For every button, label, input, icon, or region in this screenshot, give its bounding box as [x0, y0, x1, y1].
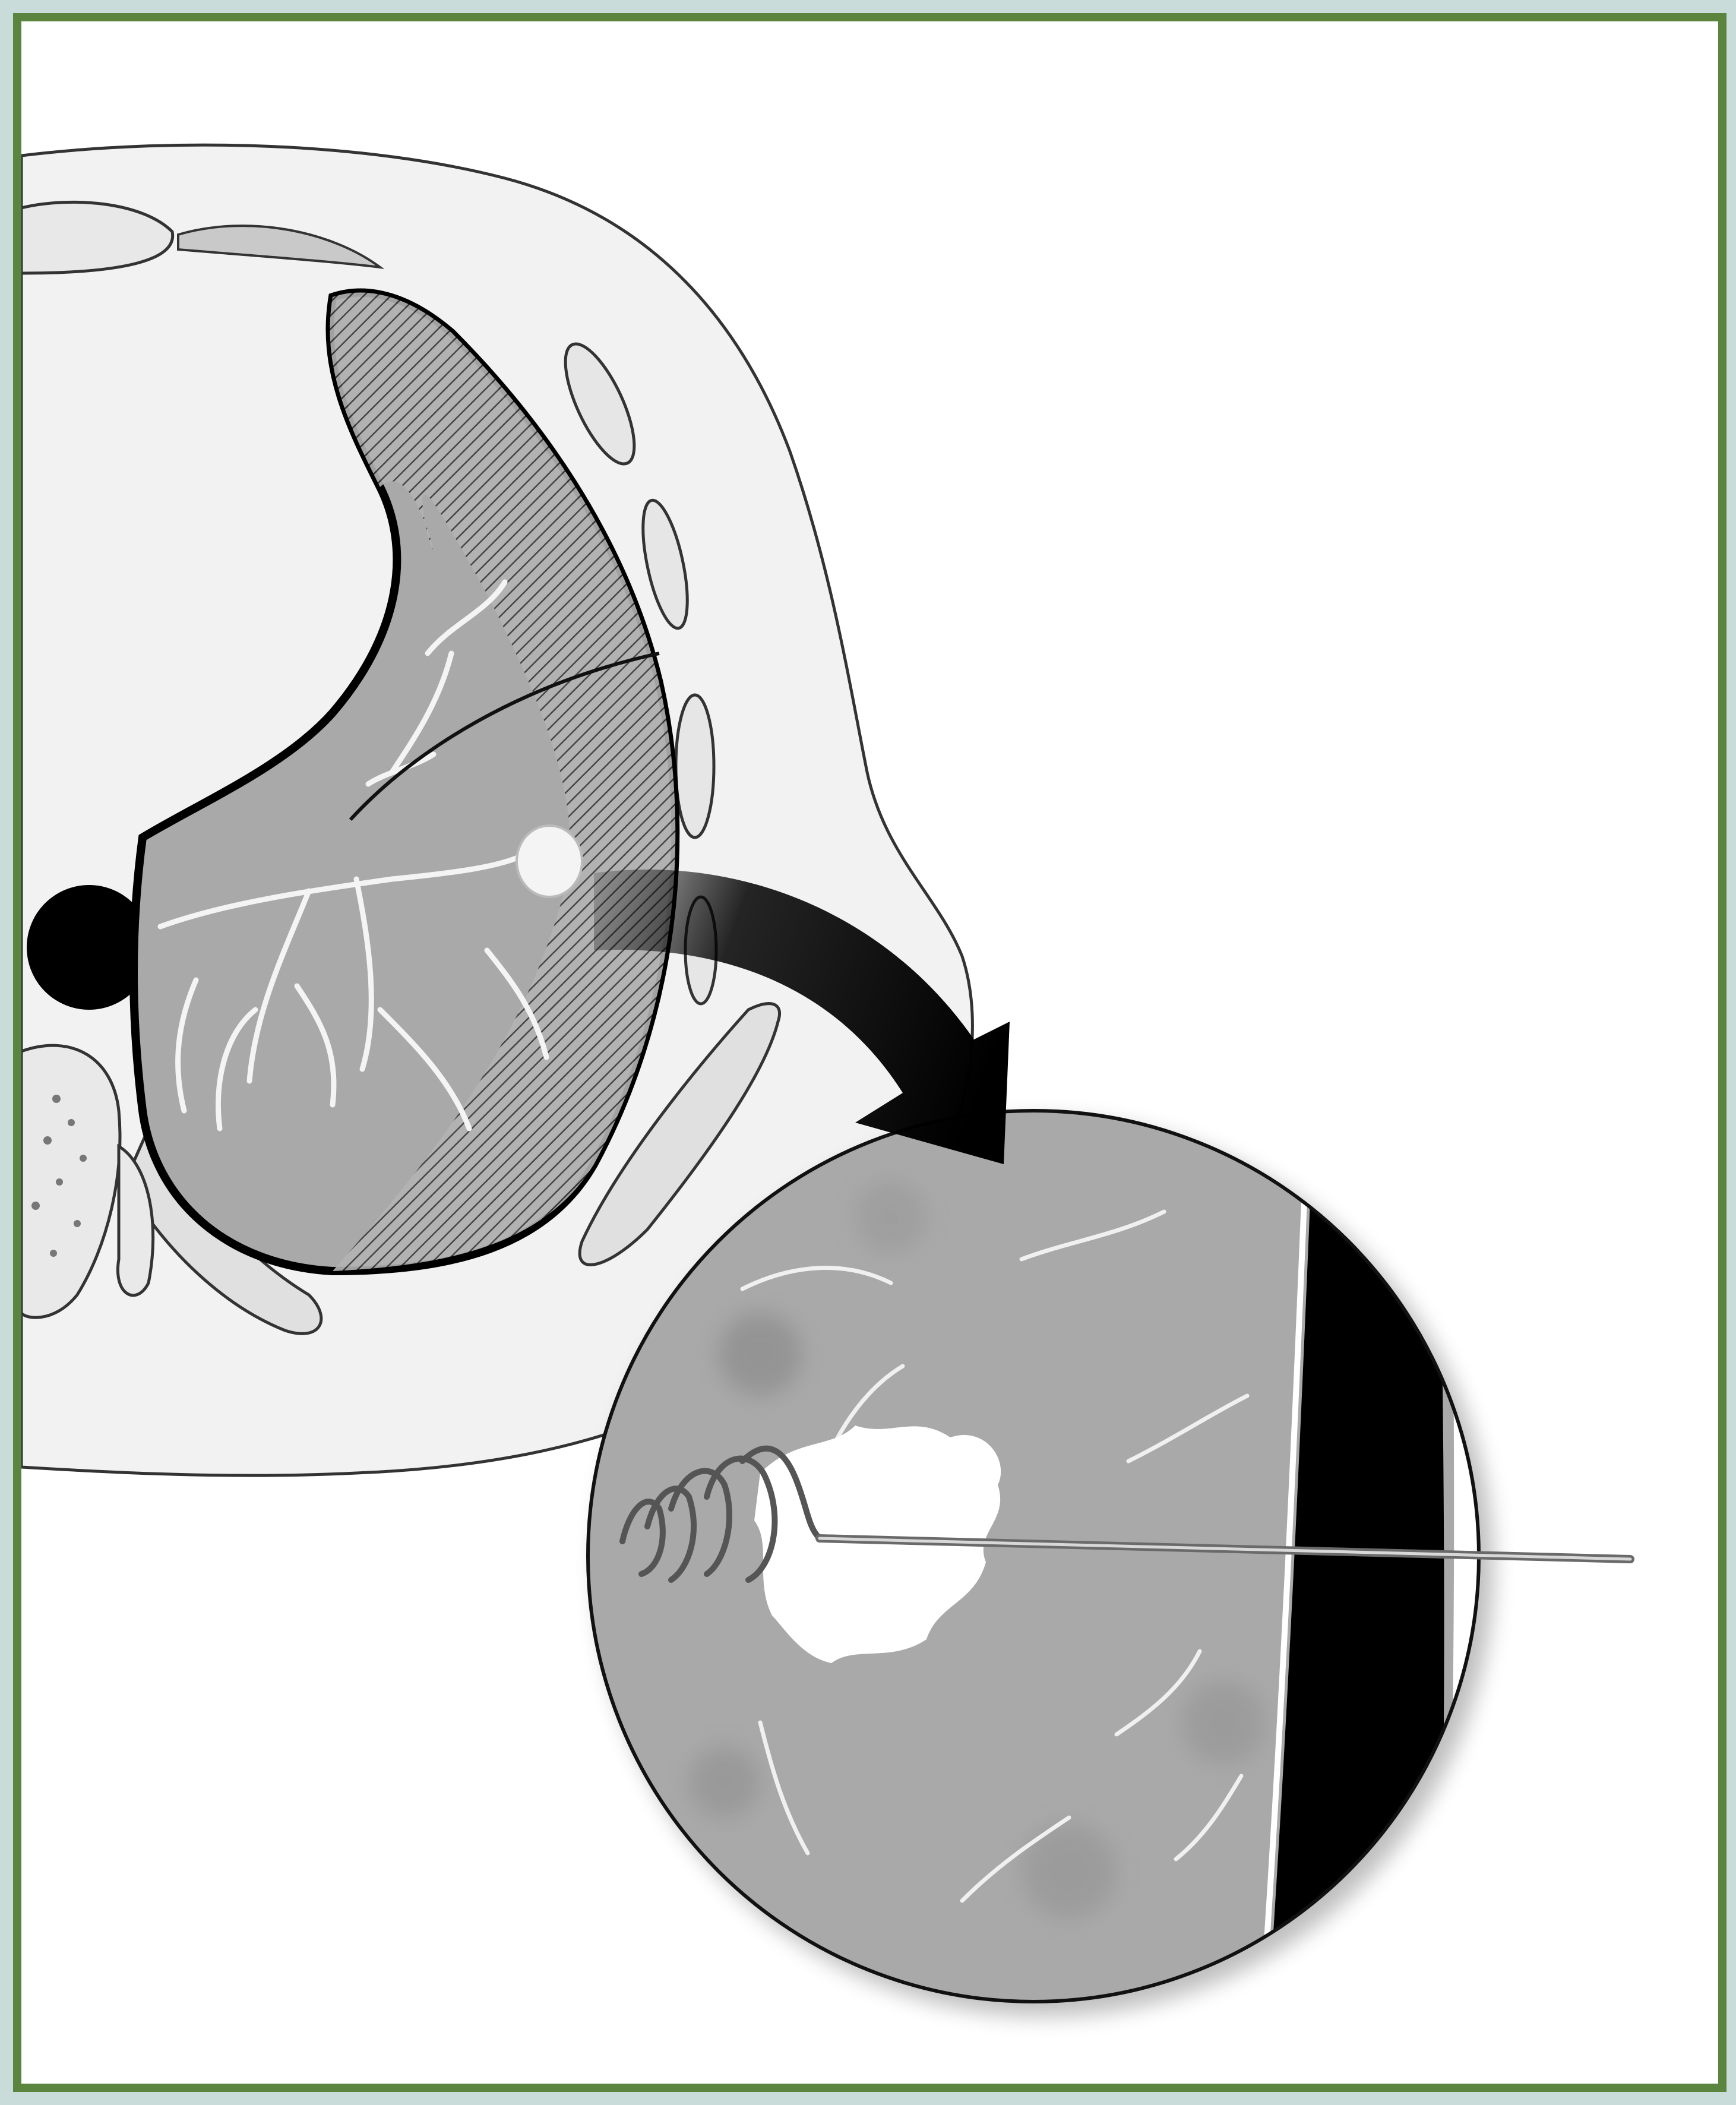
nodule — [517, 826, 582, 897]
outer-white-layer — [1443, 1069, 1544, 2055]
figure-frame — [13, 13, 1726, 2092]
figure-svg — [21, 21, 1726, 2092]
rib-section — [676, 695, 714, 837]
